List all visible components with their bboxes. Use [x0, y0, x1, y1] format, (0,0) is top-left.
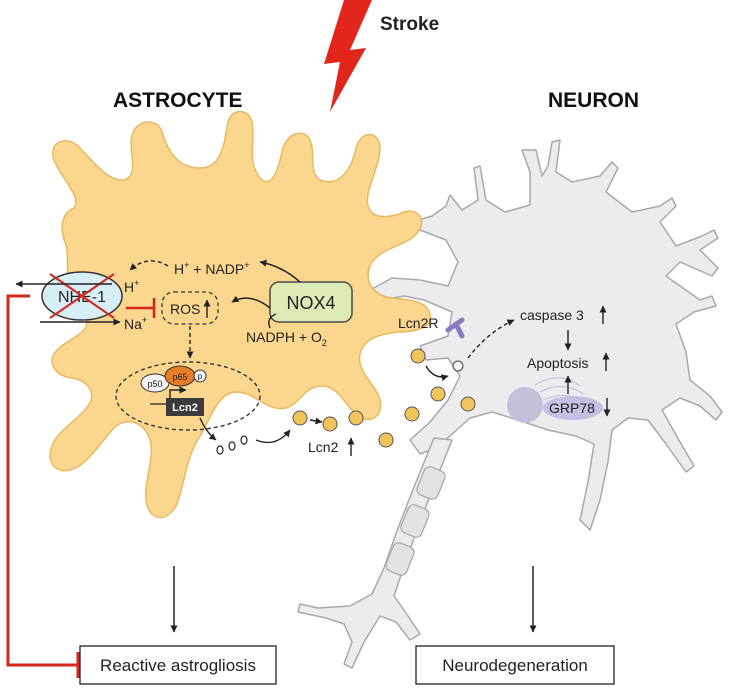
- secretion-arrow: [309, 417, 323, 425]
- neurodegeneration-label: Neurodegeneration: [442, 656, 588, 675]
- lcn2-secreted-vesicles: [292, 348, 476, 448]
- h-plus-label: H+: [124, 278, 139, 295]
- phosphate-group: [193, 369, 207, 383]
- h-nadp-label: H+ + NADP+: [174, 260, 250, 277]
- nhe1-label: NHE-1: [58, 289, 106, 306]
- grp78-ellipse: [543, 396, 603, 420]
- neurodegeneration-box: [415, 645, 615, 685]
- p65-label: p65: [172, 372, 187, 382]
- lcn2-secreted-label: Lcn2: [308, 439, 339, 455]
- nox4-to-nadp-arrow: [259, 259, 301, 283]
- lcn2-gene-box: [166, 398, 204, 416]
- bound-lcn2-vesicle: [452, 360, 464, 372]
- astrocyte-cell-body: [49, 110, 432, 519]
- phosphate-label: p: [198, 372, 203, 381]
- h-to-h-plus-dashed-arrow: [129, 260, 169, 271]
- na-plus-label: Na+: [124, 315, 147, 332]
- lcn2r-label: Lcn2R: [398, 315, 438, 331]
- lightning-bolt-icon: [324, 0, 372, 112]
- lcn2-vesicles-astrocyte: [216, 435, 248, 455]
- ros-box: [161, 291, 219, 325]
- nhe1-cross-line-2: [49, 273, 115, 319]
- astrocyte-title: ASTROCYTE: [113, 89, 243, 112]
- neuron-nucleus: [507, 387, 543, 423]
- nucleus-to-vesicle-arrow: [199, 417, 217, 441]
- vesicle-to-secretion-arrow: [255, 429, 291, 444]
- inhibition-bracket: [6, 294, 78, 667]
- nox4-to-ros-arrow: [231, 295, 271, 309]
- lcn2-binding-arrow: [425, 365, 449, 382]
- reactive-astrogliosis-label: Reactive astrogliosis: [100, 656, 256, 675]
- nox4-box: [269, 281, 353, 323]
- astrocyte-nucleus: [115, 361, 261, 431]
- lcn2-receptor-icon: [445, 317, 465, 339]
- myelin-sheath: [385, 466, 446, 576]
- nadph-o2-label: NADPH + O2: [246, 329, 327, 348]
- stroke-label: Stroke: [380, 14, 439, 35]
- p50-label: p50: [147, 379, 162, 389]
- neuron-title: NEURON: [548, 89, 639, 112]
- ros-label: ROS: [170, 301, 200, 317]
- lcn2r-to-caspase-dashed-arrow: [467, 319, 515, 359]
- lcn2-gene-label: Lcn2: [172, 402, 198, 414]
- grp78-label: GRP78: [549, 400, 595, 416]
- reactive-astrogliosis-box: [79, 645, 277, 685]
- caspase3-label: caspase 3: [520, 307, 584, 323]
- neuron-cell-body: [369, 139, 723, 531]
- apoptosis-label: Apoptosis: [527, 355, 588, 371]
- nadph-to-nox4-line: [268, 313, 277, 329]
- nox4-label: NOX4: [286, 293, 335, 313]
